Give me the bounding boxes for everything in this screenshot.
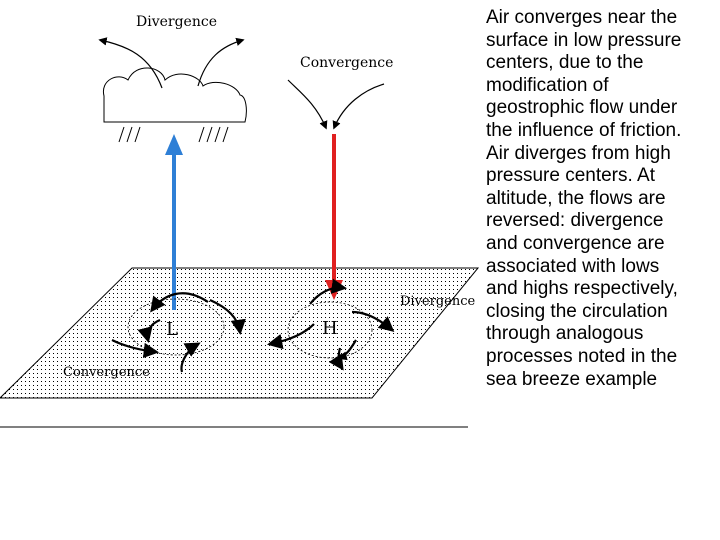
ground-plane xyxy=(0,267,480,428)
low-pressure-symbol: L xyxy=(166,319,178,340)
upper-convergence-label: Convergence xyxy=(300,55,393,71)
caption-text: Air converges near the surface in low pr… xyxy=(486,7,682,390)
surface-convergence-label: Convergence xyxy=(63,365,150,380)
upper-divergence-label: Divergence xyxy=(136,14,217,30)
upper-convergence-arrows xyxy=(287,79,385,130)
cloud-icon xyxy=(102,67,247,143)
low-circulation xyxy=(111,292,246,373)
rising-air-arrow xyxy=(165,134,183,310)
high-circulation xyxy=(266,278,395,371)
surface-divergence-label: Divergence xyxy=(400,294,476,309)
upper-divergence-arrows xyxy=(98,37,245,89)
rain-icon xyxy=(118,126,229,143)
high-pressure-symbol: H xyxy=(322,318,338,339)
